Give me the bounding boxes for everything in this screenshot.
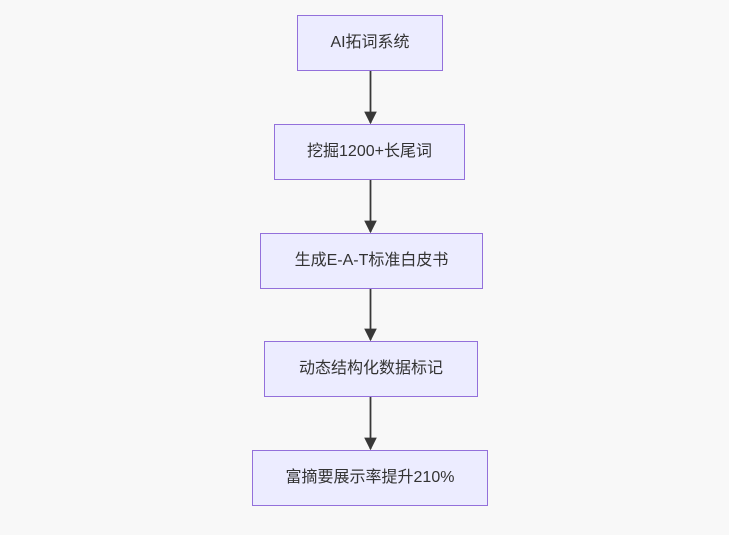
node-label: 富摘要展示率提升210% — [285, 469, 455, 486]
flowchart-node-1: AI拓词系统 — [297, 15, 443, 71]
node-label: 挖掘1200+长尾词 — [307, 143, 432, 160]
flowchart-node-3: 生成E-A-T标准白皮书 — [260, 233, 483, 289]
node-label: AI拓词系统 — [330, 34, 410, 51]
node-label: 动态结构化数据标记 — [298, 360, 443, 377]
flowchart-node-5: 富摘要展示率提升210% — [252, 450, 488, 506]
flowchart-node-2: 挖掘1200+长尾词 — [274, 124, 465, 180]
node-label: 生成E-A-T标准白皮书 — [294, 252, 449, 269]
flowchart-node-4: 动态结构化数据标记 — [264, 341, 478, 397]
